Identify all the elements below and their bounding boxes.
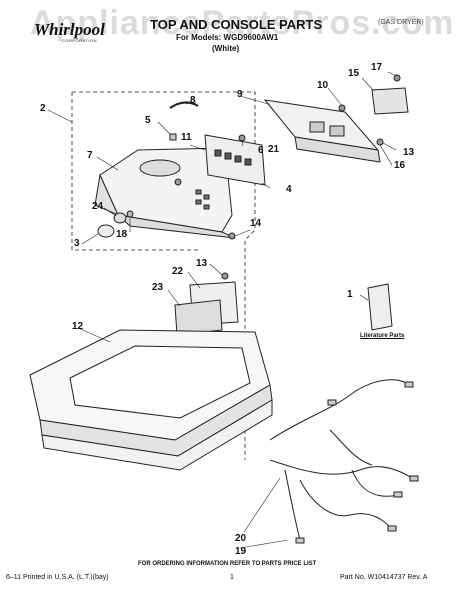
callout-12: 12 [72, 321, 84, 332]
harness-connector-part [169, 101, 199, 109]
callout-10: 10 [317, 80, 329, 91]
print-info: 6–11 Printed in U.S.A. (L.T.)(bay) [6, 574, 109, 581]
bracket-part [371, 87, 409, 115]
model-number: For Models: WGD9600AW1 [176, 33, 279, 42]
assembly-boundary [72, 91, 256, 460]
ordering-notice: FOR ORDERING INFORMATION REFER TO PARTS … [138, 561, 317, 567]
callout-15: 15 [348, 68, 360, 79]
product-type: (GAS DRYER) [378, 19, 424, 26]
callout-9: 9 [237, 89, 243, 100]
callout-14: 14 [250, 218, 262, 229]
literature-part [367, 283, 393, 331]
callout-8: 8 [190, 95, 196, 106]
wire-harness-part [269, 379, 419, 544]
brand-subtitle: CORPORATION [62, 38, 97, 43]
literature-parts-label: Literature Parts [360, 333, 405, 339]
callout-13-mid: 13 [196, 258, 208, 269]
callout-leader-lines [47, 71, 398, 549]
callout-16: 16 [394, 160, 406, 171]
callout-5: 5 [145, 115, 151, 126]
callout-13-top: 13 [403, 147, 415, 158]
page-number: 1 [230, 574, 234, 581]
control-module-part [174, 299, 223, 336]
callout-23: 23 [152, 282, 164, 293]
callout-24: 24 [92, 201, 104, 212]
callout-4: 4 [286, 184, 292, 195]
brand-logo: Whirlpool [34, 20, 105, 39]
page-title: TOP AND CONSOLE PARTS [150, 17, 323, 32]
console-rear-part [263, 99, 381, 163]
callout-20: 20 [235, 533, 247, 544]
model-color: (White) [212, 44, 240, 53]
callout-17: 17 [371, 62, 383, 73]
console-top-part [94, 147, 236, 239]
watermark: AppliancePartsPros.com [30, 4, 455, 42]
callout-3: 3 [74, 238, 80, 249]
callout-11: 11 [181, 132, 192, 143]
callout-6: 6 [258, 145, 264, 156]
dryer-top-panel-part [29, 329, 273, 471]
callout-1: 1 [347, 289, 353, 300]
callout-22: 22 [172, 266, 184, 277]
assembly-boundary-left [71, 92, 200, 251]
part-number: Part No. W10414737 Rev. A [340, 574, 428, 581]
callout-2: 2 [40, 103, 46, 114]
callout-18: 18 [116, 229, 128, 240]
callout-19: 19 [235, 546, 247, 557]
clip-part [169, 133, 177, 141]
callout-7: 7 [87, 150, 93, 161]
callout-21: 21 [268, 144, 280, 155]
knob-parts [97, 210, 134, 238]
